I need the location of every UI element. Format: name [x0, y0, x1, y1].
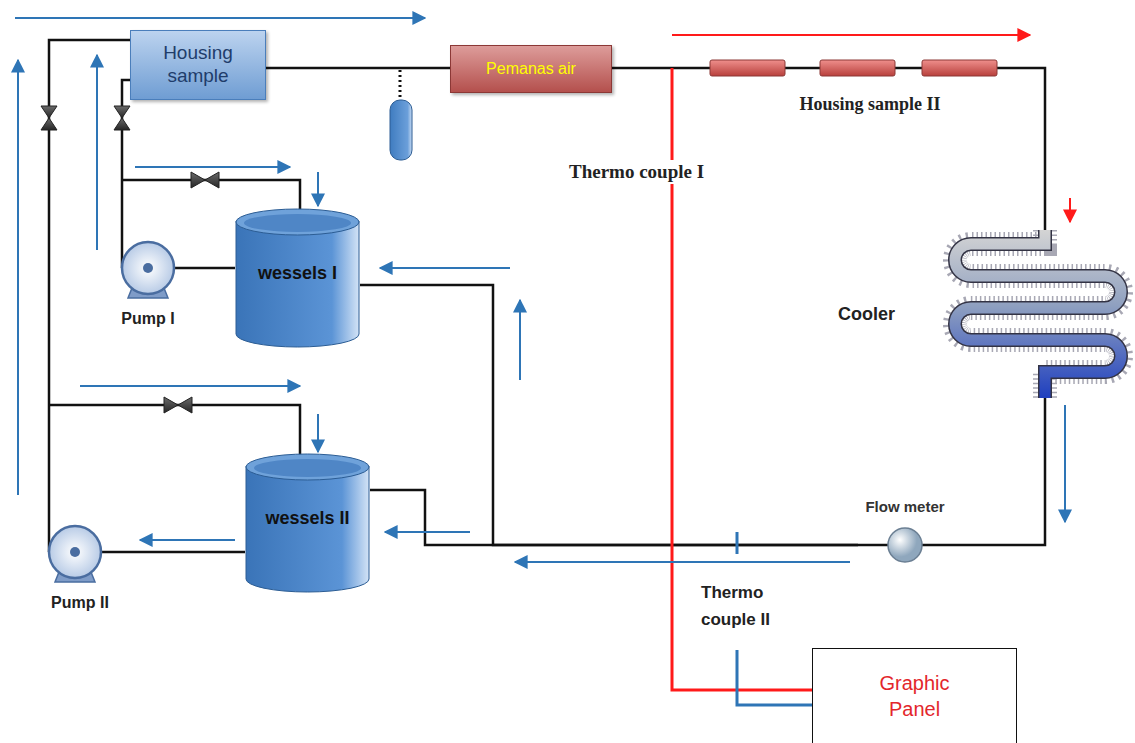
thermocouple-probe [736, 532, 739, 554]
pipe-connector [125, 551, 245, 554]
pump-symbol: Pump I [100, 236, 196, 328]
node-text: Housing sample II [799, 94, 940, 115]
node-content: Cooler [835, 230, 1128, 398]
node-content: Flow meter [858, 498, 952, 564]
sample-housing: Housing sample [130, 30, 266, 100]
flow-arrow [15, 18, 1070, 562]
thermocouple-wire [737, 650, 812, 705]
vessel-tank: wessels II [245, 453, 370, 593]
node-content: Pump I [100, 236, 196, 328]
node-content: wessels II [245, 453, 370, 593]
sampling-tube [390, 70, 412, 160]
node-text: wessels I [258, 263, 337, 284]
pipe-connector [612, 67, 700, 70]
vessel-tank: wessels I [235, 208, 360, 348]
pipe-connector [266, 67, 450, 70]
cooler-coil: Cooler [835, 230, 1128, 398]
graphic-panel: Graphic Panel [812, 648, 1017, 743]
node-content: Pump II [35, 520, 125, 612]
pump-symbol: Pump II [35, 520, 125, 612]
valve-symbol [41, 106, 219, 413]
pipe-connector [196, 267, 235, 270]
pipe-connector [122, 80, 130, 236]
pipe-connector [370, 490, 858, 545]
flow-meter: Flow meter [858, 498, 952, 564]
node-content: Pemanas air [451, 46, 611, 92]
node-text: Pump II [51, 594, 109, 612]
node-text: wessels II [265, 508, 349, 529]
node-text: Housing sample [137, 42, 259, 88]
node-text: Pemanas air [486, 60, 576, 78]
node-text: Graphic Panel [865, 670, 965, 722]
pipe-connector [360, 285, 858, 545]
sensor-label: Thermo couple I [566, 160, 707, 184]
pipe-connector [1000, 68, 1045, 230]
water-heater: Pemanas air [450, 45, 612, 93]
sensor-label: Thermo couple II [698, 578, 802, 634]
node-content: Housing sample II [700, 50, 1000, 118]
node-text: Cooler [838, 304, 895, 325]
node-content: wessels I [235, 208, 360, 348]
sample-housing-tubes: Housing sample II [700, 50, 1000, 118]
pipe-connector [49, 40, 130, 520]
node-text: Flow meter [865, 498, 944, 515]
node-content: Graphic Panel [813, 649, 1016, 743]
node-content: Housing sample [131, 31, 265, 99]
pipe-connector [952, 398, 1045, 545]
node-text: Pump I [121, 310, 174, 328]
